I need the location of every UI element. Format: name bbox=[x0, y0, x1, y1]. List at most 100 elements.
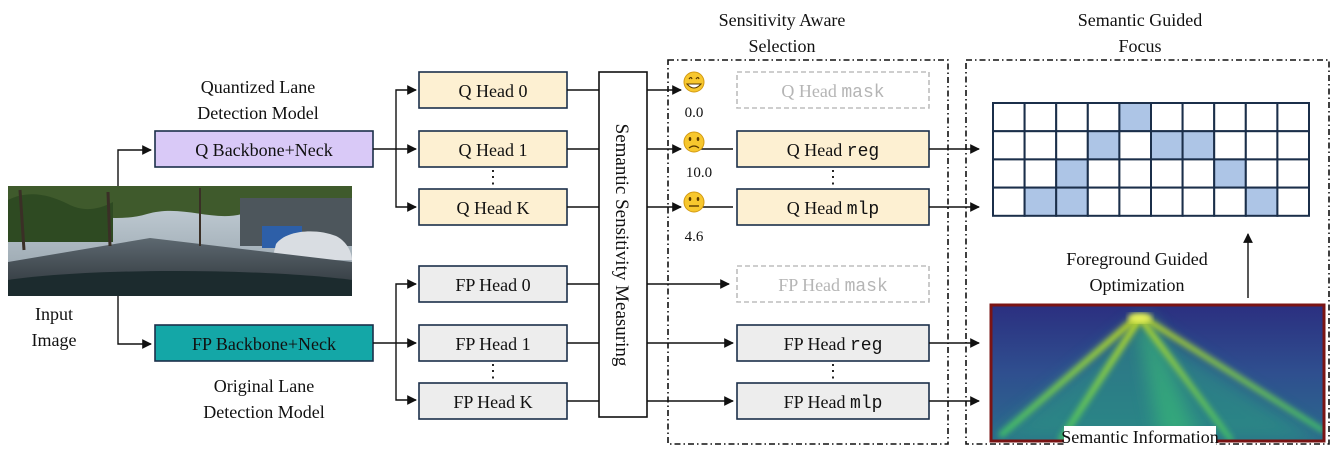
original-model-title-2: Detection Model bbox=[203, 402, 324, 422]
score-head-k: 4.6 bbox=[685, 229, 704, 245]
grid-cell bbox=[1086, 130, 1121, 161]
selection-dashed-frame bbox=[667, 59, 949, 445]
input-image bbox=[8, 186, 352, 296]
grid-cell bbox=[1055, 186, 1089, 217]
slightly-frowning-emoji-icon bbox=[683, 131, 705, 153]
grid-cell bbox=[1244, 186, 1279, 217]
grinning-emoji-icon bbox=[683, 71, 705, 93]
quantized-model-title-2: Detection Model bbox=[197, 103, 318, 123]
grid-cell bbox=[1213, 102, 1247, 133]
grid-cell bbox=[1181, 102, 1216, 133]
quantized-model-title: Quantized Lane bbox=[201, 77, 315, 97]
optimization-label-2: Optimization bbox=[1090, 275, 1185, 295]
svg-text:FP Head reg: FP Head reg bbox=[784, 334, 883, 356]
selected-fp-head-mask: FP Head mask bbox=[736, 265, 930, 303]
grid-cell bbox=[1023, 186, 1058, 217]
input-connectors bbox=[117, 145, 152, 349]
attention-grid bbox=[992, 102, 1311, 217]
selected-q-head-reg: Q Head reg bbox=[736, 130, 930, 168]
selected-fp-head-mlp-name: mlp bbox=[850, 394, 882, 414]
q-head-0-label: Q Head 0 bbox=[459, 81, 528, 101]
grid-cell bbox=[1213, 130, 1247, 161]
fp-backbone-box: FP Backbone+Neck bbox=[154, 324, 374, 362]
svg-text:Q Head mlp: Q Head mlp bbox=[787, 198, 879, 220]
grid-cell bbox=[1181, 158, 1216, 189]
grid-cell bbox=[1150, 158, 1184, 189]
selected-fp-head-mask-name: mask bbox=[845, 277, 888, 297]
selected-q-head-mlp-prefix: Q Head bbox=[787, 198, 842, 218]
grid-cell bbox=[992, 186, 1026, 217]
semantic-info-label-bg bbox=[1064, 426, 1216, 446]
selected-fp-head-reg-name: reg bbox=[850, 336, 882, 356]
selection-title-2: Selection bbox=[749, 36, 816, 56]
grid-cell bbox=[1086, 186, 1121, 217]
grid-cell bbox=[1213, 186, 1247, 217]
grid-cell bbox=[1150, 130, 1184, 161]
svg-text:FP Head mlp: FP Head mlp bbox=[784, 392, 883, 414]
sensitivity-measuring-bar: Semantic Sensitivity Measuring bbox=[598, 71, 648, 418]
fp-head-k-label: FP Head K bbox=[453, 392, 532, 412]
fp-backbone-label: FP Backbone+Neck bbox=[192, 334, 336, 354]
original-model-title: Original Lane bbox=[214, 376, 314, 396]
selected-fp-head-mask-prefix: FP Head bbox=[778, 275, 840, 295]
selected-q-head-mask-name: mask bbox=[841, 83, 884, 103]
grid-cell bbox=[1118, 158, 1153, 189]
q-head-0-box: Q Head 0 bbox=[418, 71, 568, 109]
grid-cell bbox=[1023, 102, 1058, 133]
q-head-k-label: Q Head K bbox=[457, 198, 530, 218]
grid-cell bbox=[1213, 158, 1247, 189]
semantic-heatmap bbox=[989, 303, 1326, 443]
selected-q-ellipsis: ⋮ bbox=[824, 167, 842, 187]
grid-cell bbox=[1150, 186, 1184, 217]
grid-cell bbox=[1244, 158, 1279, 189]
grid-cell bbox=[1055, 102, 1089, 133]
grid-cell bbox=[992, 102, 1026, 133]
grid-cell bbox=[1276, 186, 1311, 217]
grid-cell bbox=[1086, 102, 1121, 133]
svg-text:Q Head mask: Q Head mask bbox=[781, 81, 884, 103]
grid-cell bbox=[1276, 158, 1311, 189]
fp-head-1-box: FP Head 1 bbox=[418, 324, 568, 362]
score-head-0: 0.0 bbox=[685, 105, 704, 121]
grid-cell bbox=[1118, 130, 1153, 161]
grid-cell bbox=[1276, 102, 1311, 133]
fp-head-0-label: FP Head 0 bbox=[455, 275, 530, 295]
grid-cell bbox=[1244, 130, 1279, 161]
grid-cell bbox=[992, 130, 1026, 161]
selected-q-head-mlp: Q Head mlp bbox=[736, 188, 930, 226]
grid-cell bbox=[1181, 130, 1216, 161]
fp-head-1-label: FP Head 1 bbox=[455, 334, 530, 354]
selected-q-head-reg-prefix: Q Head bbox=[787, 140, 842, 160]
selection-title: Sensitivity Aware bbox=[719, 10, 846, 30]
grid-cell bbox=[1118, 186, 1153, 217]
focus-title-2: Focus bbox=[1118, 36, 1161, 56]
fp-heads-ellipsis: ⋮ bbox=[484, 361, 502, 381]
grid-cell bbox=[1118, 102, 1153, 133]
selected-fp-head-reg-prefix: FP Head bbox=[784, 334, 846, 354]
score-head-1: 10.0 bbox=[686, 165, 712, 181]
selected-fp-head-mlp: FP Head mlp bbox=[736, 382, 930, 420]
grid-cell bbox=[1150, 102, 1184, 133]
sensitivity-measuring-label: Semantic Sensitivity Measuring bbox=[611, 124, 632, 367]
q-head-1-label: Q Head 1 bbox=[459, 140, 528, 160]
fp-head-k-box: FP Head K bbox=[418, 382, 568, 420]
selected-fp-ellipsis: ⋮ bbox=[824, 361, 842, 381]
focus-title: Semantic Guided bbox=[1078, 10, 1202, 30]
grid-cell bbox=[1181, 186, 1216, 217]
selected-fp-head-reg: FP Head reg bbox=[736, 324, 930, 362]
grid-cell bbox=[992, 158, 1026, 189]
svg-text:Q Head reg: Q Head reg bbox=[787, 140, 879, 162]
grid-cell bbox=[1055, 158, 1089, 189]
grid-cell bbox=[1244, 102, 1279, 133]
semantic-info-label: Semantic Information bbox=[1061, 427, 1218, 447]
q-head-k-box: Q Head K bbox=[418, 188, 568, 226]
q-backbone-box: Q Backbone+Neck bbox=[154, 130, 374, 168]
grid-cell bbox=[1023, 130, 1058, 161]
input-label: Input bbox=[35, 304, 73, 324]
selected-q-head-mlp-name: mlp bbox=[847, 200, 879, 220]
q-backbone-label: Q Backbone+Neck bbox=[195, 140, 333, 160]
grid-cell bbox=[1086, 158, 1121, 189]
grid-cell bbox=[1276, 130, 1311, 161]
q-heads-ellipsis: ⋮ bbox=[484, 167, 502, 187]
